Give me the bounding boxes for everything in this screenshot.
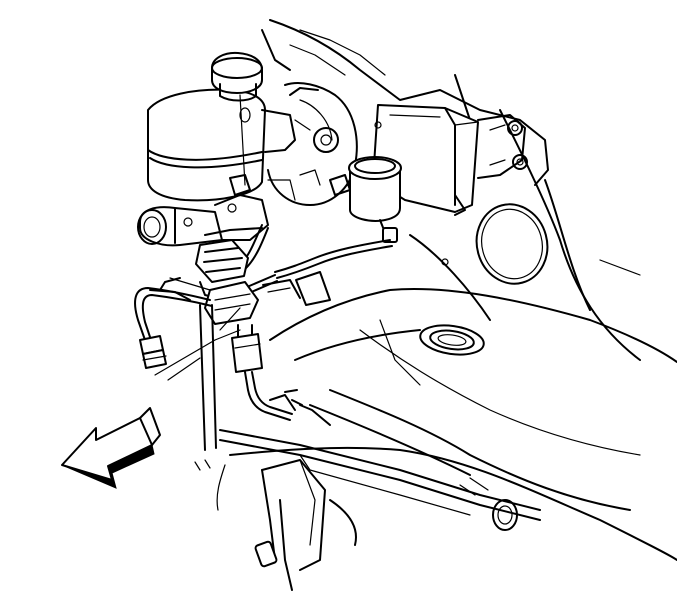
column-post [199,304,241,451]
floor-pan [229,288,677,561]
brake-booster [267,82,358,206]
callout-outline [154,277,241,381]
grommet [419,324,485,356]
frame-rail [219,429,541,531]
reservoir-cap [211,51,263,102]
master-cylinder-reservoir [147,88,266,202]
master-cylinder-body [137,109,296,247]
line-fitting [231,324,331,426]
front-of-vehicle-arrow-icon [61,407,161,489]
clutch-fluid-reservoir [348,156,402,243]
line-support-bracket [262,279,301,299]
mounting-bracket [194,459,357,591]
clutch-hydraulic-line [204,224,393,307]
o-ring-seal [475,203,549,285]
line-fitting-left [134,277,213,369]
hose-clip [195,239,259,325]
